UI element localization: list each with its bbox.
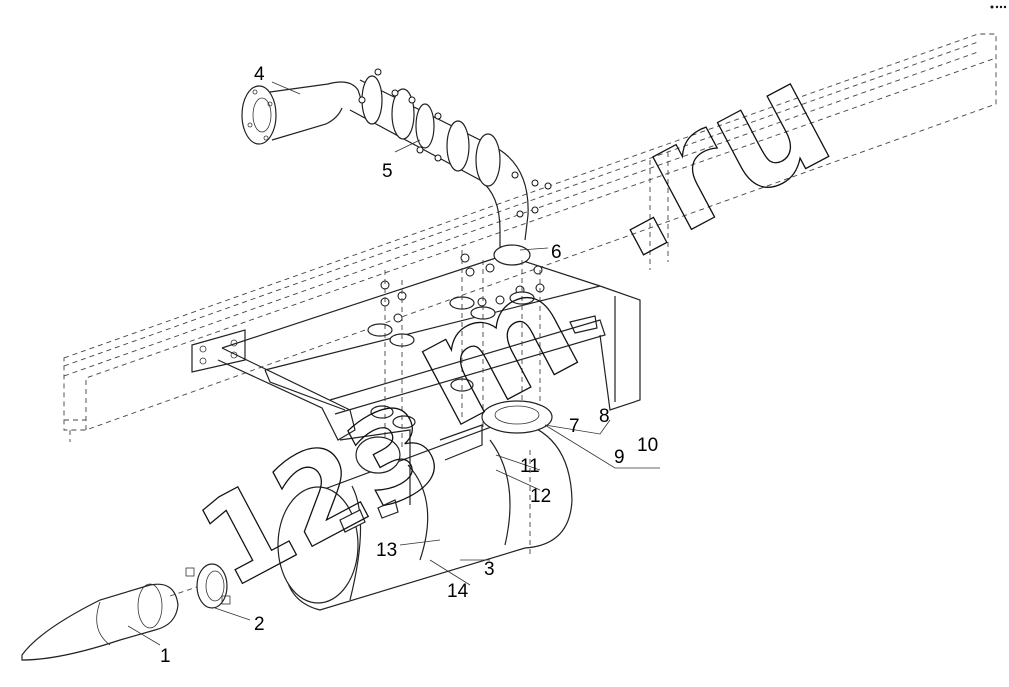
callout-5: 5 [382, 161, 393, 182]
callout-11: 11 [520, 456, 540, 477]
watermark-upper: .ru [565, 29, 857, 294]
callout-7: 7 [569, 416, 580, 437]
leader-lines [127, 81, 660, 646]
watermark: .ru m 123 [178, 28, 858, 616]
frame-rail [63, 33, 997, 442]
callout-4: 4 [254, 64, 265, 85]
sensor-fittings [339, 499, 399, 533]
callout-13: 13 [376, 540, 397, 561]
tailpipe-tip [21, 583, 179, 661]
pipe-clamp [185, 563, 231, 609]
callout-labels: 1 2 3 4 5 6 7 8 9 10 11 12 13 14 [160, 64, 658, 667]
callout-1: 1 [160, 646, 171, 667]
assembly-guide-lines [169, 250, 541, 597]
muffler [277, 400, 573, 611]
callout-8: 8 [599, 406, 610, 427]
callout-2: 2 [254, 614, 265, 635]
callout-3: 3 [484, 559, 495, 580]
callout-14: 14 [447, 581, 469, 602]
mounting-bracket [191, 254, 641, 441]
callout-9: 9 [614, 447, 625, 468]
upper-exhaust-pipe [241, 75, 531, 266]
rubber-mounts [367, 291, 535, 429]
corner-mark-icon [990, 5, 1007, 9]
callout-10: 10 [637, 435, 658, 456]
fastener-set [358, 68, 552, 323]
callout-6: 6 [551, 242, 562, 263]
callout-12: 12 [530, 486, 551, 507]
